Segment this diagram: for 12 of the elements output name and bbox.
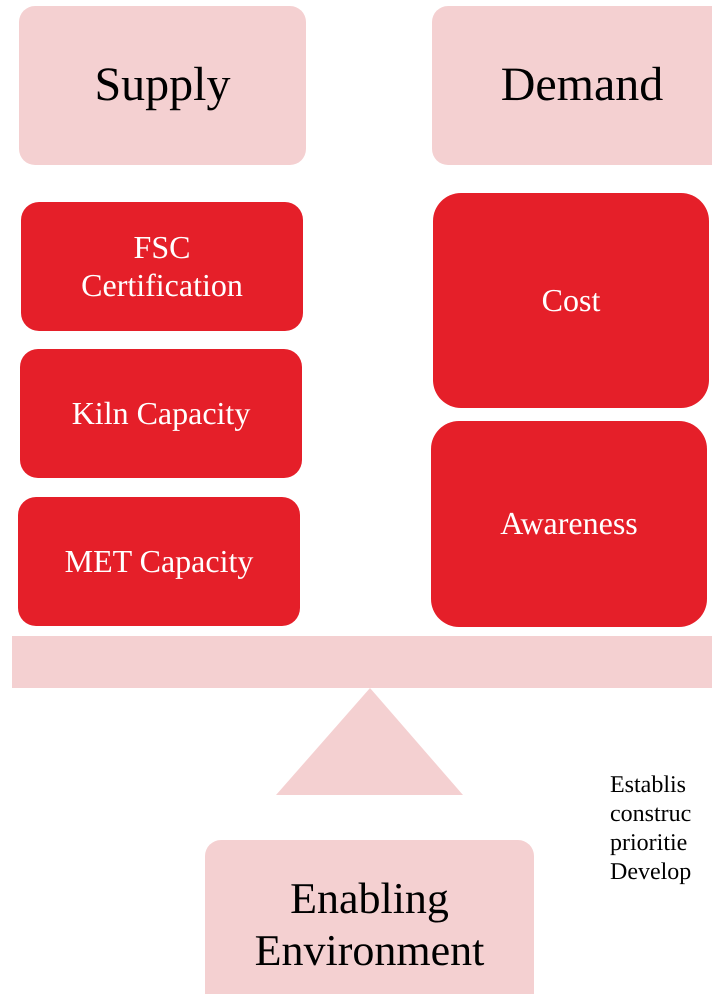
- factor-box: Kiln Capacity: [20, 349, 302, 478]
- note-text: prioritie: [610, 829, 688, 858]
- factor-box: Awareness: [431, 421, 707, 627]
- category-box: Demand: [432, 6, 712, 165]
- factor-box: FSC Certification: [21, 202, 303, 331]
- note-text: Establis: [610, 771, 686, 800]
- factor-box: MET Capacity: [18, 497, 300, 626]
- factor-box: Cost: [433, 193, 709, 408]
- category-box: Enabling Environment: [205, 840, 534, 994]
- category-box: Supply: [19, 6, 306, 165]
- note-text: construc: [610, 800, 692, 829]
- note-text: Develop: [610, 858, 692, 887]
